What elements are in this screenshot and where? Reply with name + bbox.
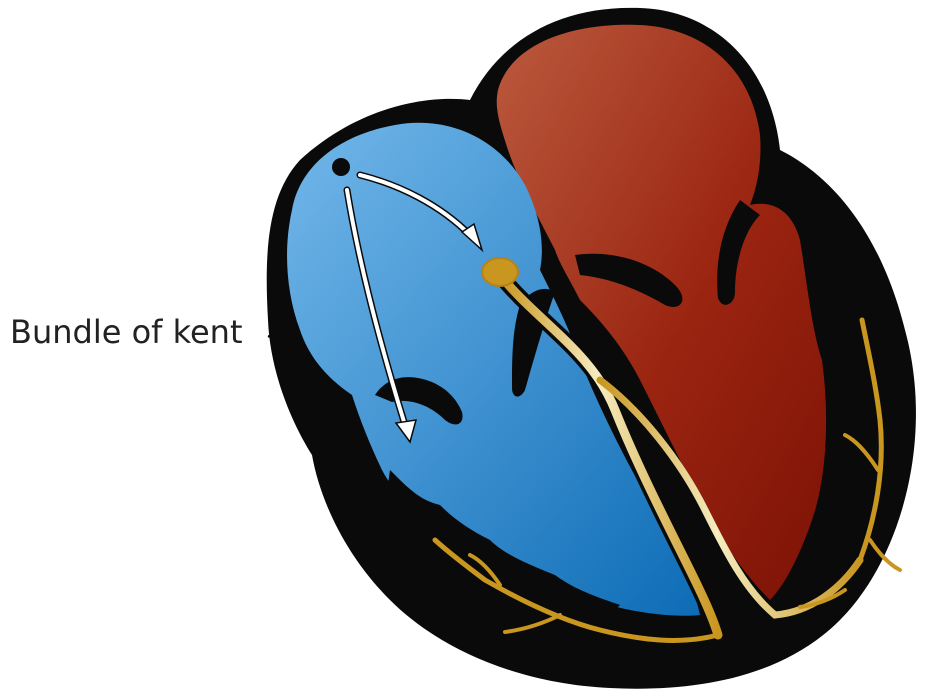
sa-node	[332, 158, 350, 176]
av-node	[482, 258, 518, 286]
bundle-of-kent-label: Bundle of kent	[10, 312, 243, 352]
